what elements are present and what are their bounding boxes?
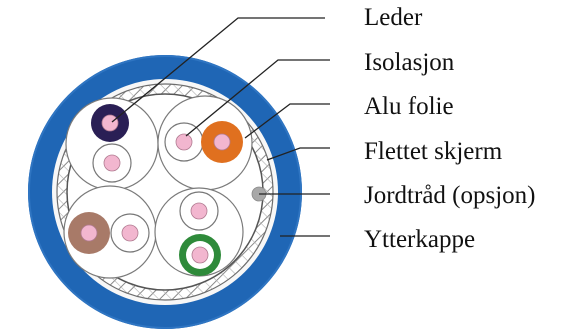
label-flettet-skjerm: Flettet skjerm <box>364 138 503 165</box>
label-alu-folie: Alu folie <box>364 93 454 120</box>
pair3-conductor-a-core <box>80 224 98 242</box>
pair4-foil <box>154 187 244 277</box>
pair4-conductor-a-core <box>190 202 208 220</box>
label-leder: Leder <box>364 4 423 31</box>
pair2-conductor-b-core <box>213 133 231 151</box>
leader-line-isolasjon <box>185 59 330 137</box>
pair4-conductor-b-core <box>191 246 209 264</box>
label-jordtraad: Jordtråd (opsjon) <box>364 182 536 209</box>
label-ytterkappe: Ytterkappe <box>364 226 475 253</box>
leader-line-alu-folie <box>244 103 330 139</box>
label-isolasjon: Isolasjon <box>364 49 455 76</box>
leader-line-flettet-skjerm <box>266 147 330 161</box>
leader-line-leder <box>111 17 325 123</box>
pair1-conductor-a-core <box>101 114 119 132</box>
pair3-conductor-b-core <box>121 224 139 242</box>
pair1-conductor-b-core <box>103 154 121 172</box>
pair2-conductor-a-core <box>175 133 193 151</box>
